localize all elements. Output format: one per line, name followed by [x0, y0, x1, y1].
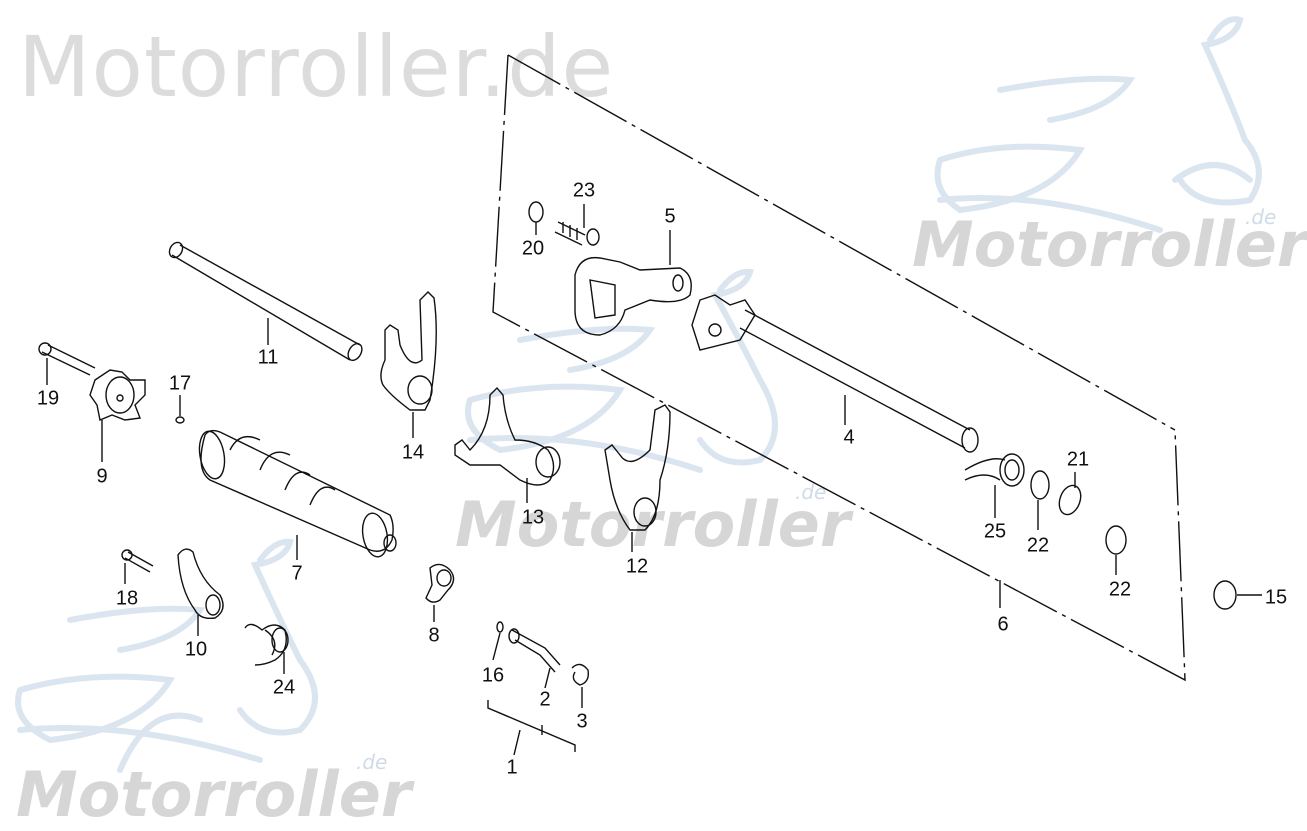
- watermark-text-top: Motorroller.de: [18, 18, 615, 116]
- watermark-logo-suffix-bottom: .de: [356, 750, 388, 774]
- callout-15: 15: [1264, 586, 1288, 609]
- watermark-logo-text-right: Motorroller: [912, 208, 1307, 281]
- callout-9: 9: [96, 465, 108, 488]
- callout-21: 21: [1066, 448, 1090, 471]
- callout-5: 5: [664, 205, 676, 228]
- callout-19: 19: [36, 387, 60, 410]
- callout-6: 6: [997, 613, 1009, 636]
- callout-17: 17: [168, 372, 192, 395]
- watermark-logo-text-center: Motorroller: [455, 488, 851, 561]
- callout-14: 14: [401, 441, 425, 464]
- callout-24: 24: [272, 676, 296, 699]
- callout-3: 3: [576, 710, 588, 733]
- callout-23: 23: [572, 179, 596, 202]
- callout-11: 11: [257, 346, 279, 369]
- callout-1: 1: [506, 756, 518, 779]
- callout-16: 16: [481, 664, 505, 687]
- callout-22-a: 22: [1026, 534, 1050, 557]
- callout-4: 4: [843, 426, 855, 449]
- callout-2: 2: [539, 688, 551, 711]
- callout-22-b: 22: [1108, 578, 1132, 601]
- watermark-logo-suffix-center: .de: [795, 480, 827, 504]
- watermark-logo-text-bottom: Motorroller: [16, 758, 412, 831]
- callout-10: 10: [184, 638, 208, 661]
- watermark-logo-suffix-right: .de: [1245, 205, 1277, 229]
- callout-20: 20: [521, 237, 545, 260]
- callout-12: 12: [625, 555, 649, 578]
- callout-8: 8: [428, 624, 440, 647]
- callout-18: 18: [115, 587, 139, 610]
- callout-25: 25: [983, 520, 1007, 543]
- diagram-lines: [38, 54, 1262, 756]
- callout-7: 7: [291, 562, 303, 585]
- callout-13: 13: [521, 506, 545, 529]
